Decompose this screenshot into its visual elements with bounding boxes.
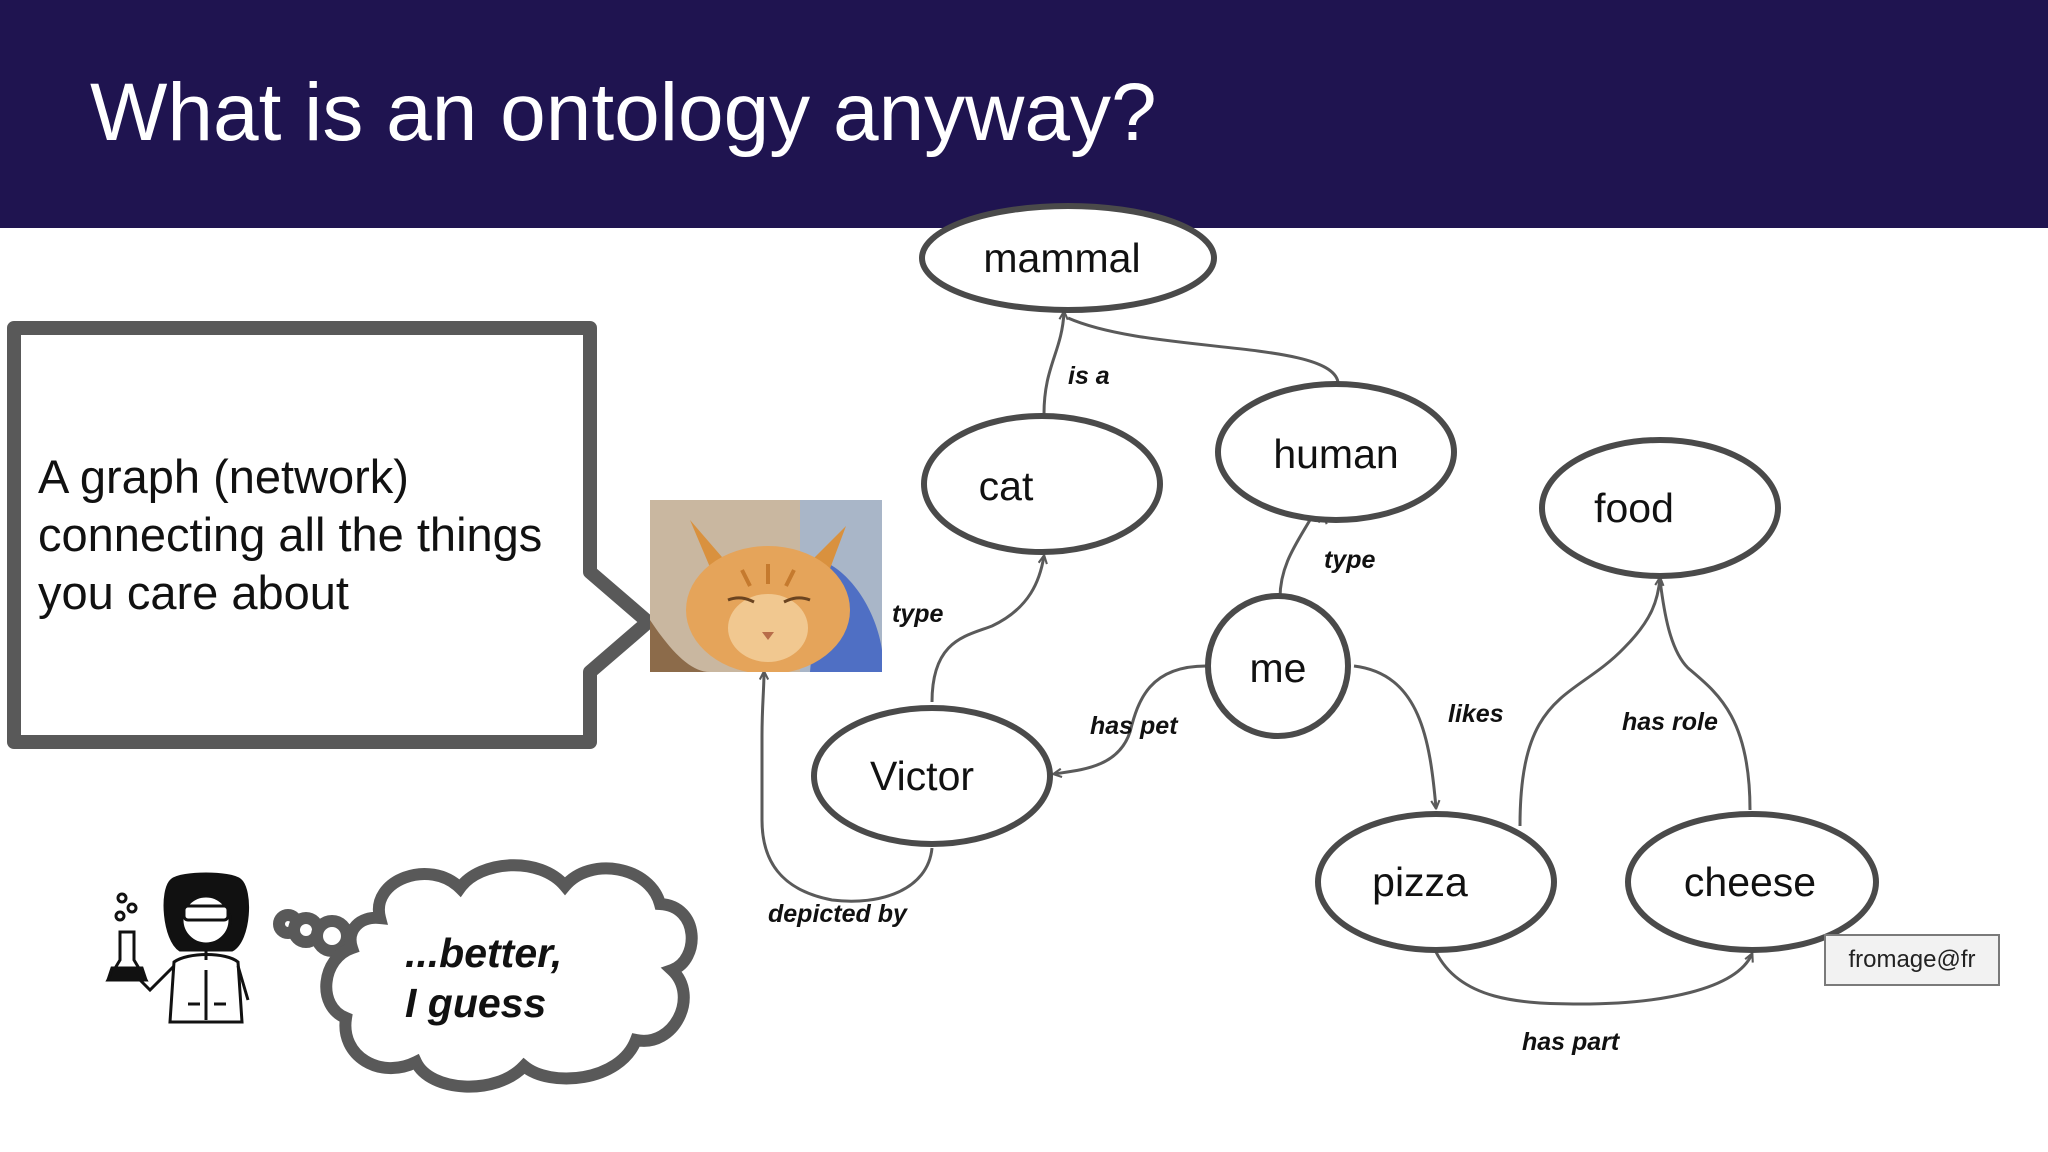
thought-line-2: I guess bbox=[405, 980, 547, 1026]
speech-bubble bbox=[7, 321, 655, 749]
node-victor: Victor bbox=[811, 705, 1053, 847]
node-me-label: me bbox=[1250, 645, 1307, 691]
edge-label-is-a: is a bbox=[1068, 362, 1110, 390]
edge-human-mammal bbox=[1067, 316, 1340, 383]
edge-me-human bbox=[1278, 516, 1324, 599]
slide-title: What is an ontology anyway? bbox=[90, 67, 1157, 158]
node-victor-label: Victor bbox=[870, 753, 974, 799]
node-pizza: pizza bbox=[1315, 811, 1557, 953]
edge-label-has-role: has role bbox=[1622, 708, 1718, 736]
node-cat-label: cat bbox=[979, 463, 1034, 509]
thought-bubble bbox=[273, 859, 698, 1093]
node-human: human bbox=[1215, 381, 1457, 523]
edge-label-has-part: has part bbox=[1522, 1028, 1621, 1056]
edge-pizza-cheese bbox=[1434, 952, 1752, 1006]
title-banner bbox=[0, 0, 2048, 228]
node-cheese-label: cheese bbox=[1684, 859, 1816, 905]
edge-pizza-food bbox=[1518, 578, 1660, 827]
node-cheese: cheese bbox=[1625, 811, 1879, 953]
edge-label-likes: likes bbox=[1448, 700, 1504, 728]
thought-line-1: ...better, bbox=[405, 930, 563, 976]
node-cat: cat bbox=[921, 413, 1163, 555]
edge-label-has-pet: has pet bbox=[1090, 712, 1179, 740]
literal-fromage-box: fromage@fr bbox=[1824, 934, 2000, 986]
edge-victor-cat bbox=[930, 556, 1044, 703]
edge-me-pizza bbox=[1353, 664, 1436, 808]
thought-bubble-text: ...better, I guess bbox=[405, 928, 625, 1028]
scientist-icon bbox=[105, 872, 250, 1024]
edge-victor-photo bbox=[762, 672, 934, 903]
edge-label-victor-type: type bbox=[892, 600, 944, 628]
node-food-label: food bbox=[1594, 485, 1674, 531]
node-food: food bbox=[1539, 437, 1781, 579]
node-human-label: human bbox=[1273, 431, 1398, 477]
node-mammal: mammal bbox=[919, 203, 1217, 313]
speech-bubble-text: A graph (network) connecting all the thi… bbox=[38, 450, 543, 619]
edge-label-depicted-by: depicted by bbox=[768, 900, 908, 928]
node-mammal-label: mammal bbox=[983, 235, 1140, 281]
edge-label-me-type: type bbox=[1324, 546, 1376, 574]
edge-cheese-food bbox=[1658, 579, 1752, 811]
cat-photo bbox=[650, 500, 882, 672]
edge-cat-mammal bbox=[1042, 312, 1064, 415]
node-me: me bbox=[1205, 593, 1351, 739]
node-pizza-label: pizza bbox=[1372, 859, 1468, 905]
edge-me-victor bbox=[1054, 664, 1207, 774]
